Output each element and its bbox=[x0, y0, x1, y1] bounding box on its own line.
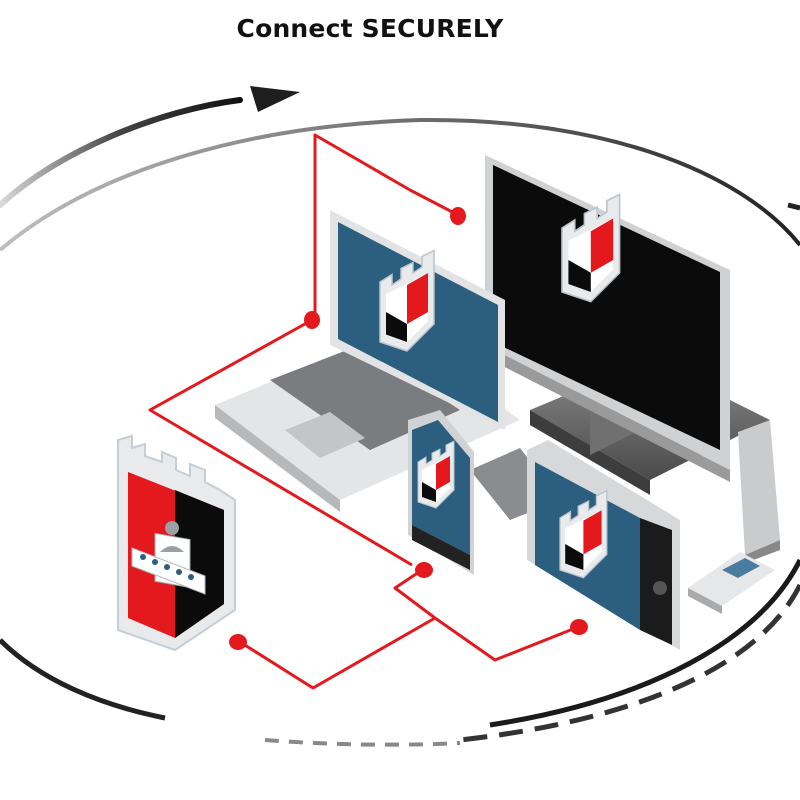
network-lines bbox=[148, 133, 579, 690]
password-dots-icon bbox=[131, 547, 206, 595]
speaker-tower bbox=[738, 420, 780, 562]
network-node bbox=[450, 207, 466, 225]
network-node bbox=[415, 562, 433, 578]
tablet bbox=[527, 440, 680, 650]
page-title: Connect SECURELY bbox=[236, 14, 504, 43]
network-node bbox=[570, 619, 588, 635]
user-shield bbox=[117, 434, 236, 652]
usb-device bbox=[688, 552, 775, 614]
tablet-home-button bbox=[653, 581, 667, 595]
orbit-ring bbox=[0, 86, 800, 747]
network-node bbox=[304, 311, 320, 329]
laptop bbox=[215, 210, 520, 512]
smartphone bbox=[408, 410, 474, 575]
orbit-arrow-icon bbox=[250, 86, 300, 112]
network-nodes bbox=[229, 207, 588, 650]
desktop-monitor bbox=[485, 155, 770, 495]
network-node bbox=[229, 634, 247, 650]
